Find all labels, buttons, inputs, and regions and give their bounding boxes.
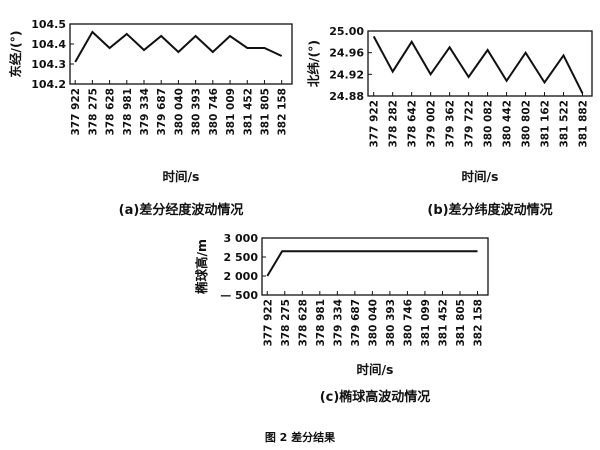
y-axis-label: 北纬/(°) (306, 40, 321, 87)
x-tick-label: 380 442 (502, 100, 514, 148)
x-tick-label: 378 282 (388, 100, 400, 148)
x-tick-label: 377 922 (70, 88, 82, 136)
x-tick-label: 379 002 (426, 100, 438, 148)
x-tick-label: 381 452 (242, 88, 254, 136)
x-tick-label: 380 802 (521, 100, 533, 148)
y-axis-label: 椭球高/m (194, 239, 209, 294)
x-tick-label: 380 393 (385, 299, 397, 347)
y-tick-label: 104.4 (31, 38, 66, 51)
y-tick-label: 2 000 (224, 270, 259, 283)
x-tick-label: 381 162 (540, 100, 552, 148)
y-tick-label: 2 500 (224, 251, 259, 264)
x-axis-label: 时间/s (356, 362, 393, 377)
x-tick-label: 381 882 (578, 100, 590, 148)
y-tick-label: — 500 (220, 289, 258, 302)
y-axis-label: 东经/(°) (8, 30, 23, 77)
x-tick-label: 382 158 (277, 88, 289, 136)
x-tick-label: 381 009 (225, 88, 237, 136)
x-tick-label: 377 922 (262, 299, 274, 347)
chart-caption: (a)差分经度波动情况 (119, 202, 244, 218)
y-tick-label: 24.96 (329, 47, 364, 60)
plot-frame (261, 237, 489, 296)
plot-frame (69, 23, 293, 85)
x-tick-label: 380 040 (367, 299, 379, 347)
y-tick-label: 3 000 (224, 232, 259, 245)
y-tick-label: 25.00 (329, 25, 364, 38)
x-tick-label: 381 522 (559, 100, 571, 148)
chart-b-latitude: 24.88 24.92 24.96 25.00 377 922 378 282 378 64… (306, 25, 593, 218)
x-tick-label: 379 722 (464, 100, 476, 148)
x-tick-label: 378 275 (87, 88, 99, 135)
chart-caption: (b)差分纬度波动情况 (427, 202, 552, 218)
x-tick-label: 378 628 (105, 88, 117, 136)
x-tick-label: 379 334 (332, 299, 344, 347)
x-tick-label: 382 158 (472, 299, 484, 347)
x-axis-label: 时间/s (461, 169, 498, 184)
y-tick-label: 104.2 (31, 78, 66, 91)
series-line (372, 35, 584, 94)
x-tick-label: 377 922 (369, 100, 381, 148)
series-line (266, 250, 478, 277)
chart-caption: (c)椭球高波动情况 (320, 389, 431, 405)
y-tick-label: 24.88 (329, 90, 364, 103)
x-tick-label: 378 275 (280, 299, 292, 347)
y-tick-label: 104.5 (31, 18, 66, 31)
x-tick-label: 380 040 (173, 88, 185, 136)
chart-c-ellipsoid-height: — 500 2 000 2 500 3 000 377 922 378 275 378 62… (194, 232, 489, 405)
x-tick-label: 380 082 (483, 100, 495, 148)
chart-a-longitude: 104.2 104.3 104.4 104.5 377 922 378 275 378 62… (8, 18, 293, 218)
series-line (74, 30, 283, 63)
x-tick-label: 381 452 (437, 299, 449, 347)
x-tick-label: 378 628 (297, 299, 309, 347)
y-tick-label: 24.92 (329, 68, 364, 81)
x-tick-label: 378 981 (315, 299, 327, 347)
x-tick-label: 381 805 (259, 88, 271, 136)
x-tick-label: 379 334 (139, 88, 151, 136)
x-tick-label: 381 805 (455, 299, 467, 347)
x-axis-label: 时间/s (162, 169, 199, 184)
x-tick-label: 379 687 (156, 88, 168, 136)
plot-frame (367, 30, 593, 97)
figure-caption: 图 2 差分结果 (265, 430, 335, 444)
x-tick-label: 379 362 (445, 100, 457, 148)
x-tick-label: 378 981 (122, 88, 134, 136)
x-tick-label: 380 393 (191, 88, 203, 136)
x-tick-label: 380 746 (402, 299, 414, 347)
x-tick-label: 381 099 (420, 299, 432, 347)
x-tick-label: 378 642 (407, 100, 419, 148)
x-tick-label: 380 746 (208, 88, 220, 136)
x-tick-label: 379 687 (350, 299, 362, 347)
y-tick-label: 104.3 (31, 58, 66, 71)
